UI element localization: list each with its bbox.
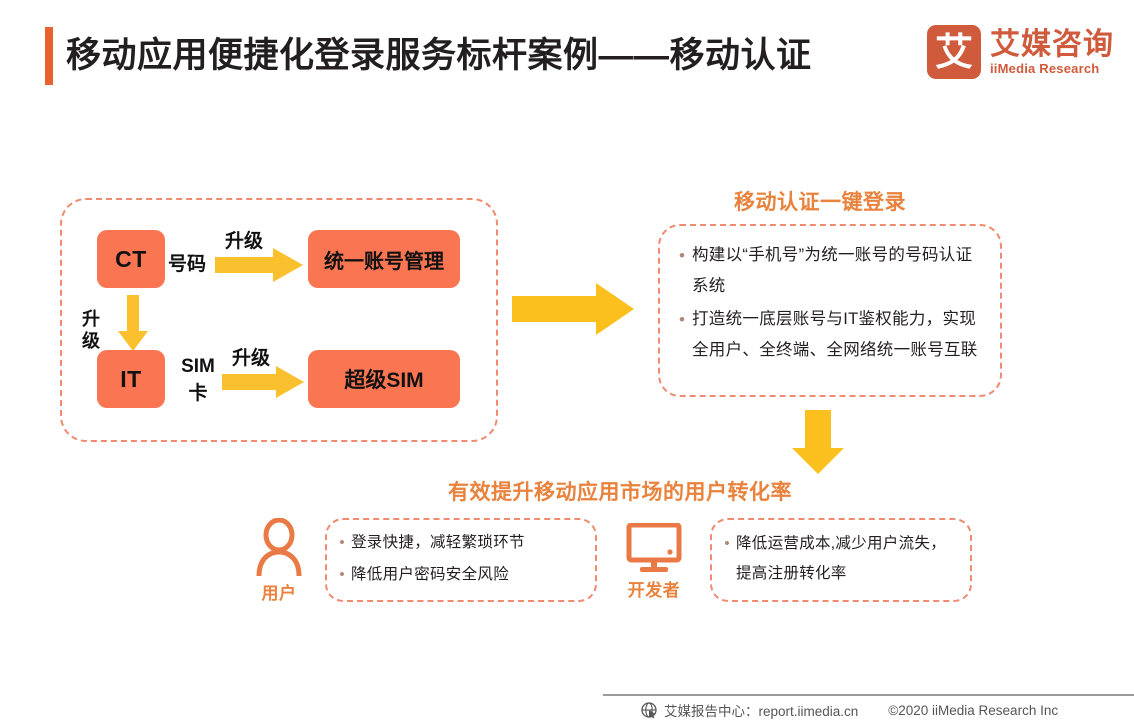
footer-report-center: 艾媒报告中心：report.iimedia.cn xyxy=(664,704,859,719)
label-number: 号码 xyxy=(168,254,207,275)
label-upgrade-vertical: 升级 xyxy=(82,309,100,351)
logo-mark-icon: 艾 xyxy=(927,25,981,79)
list-item: • 构建以“手机号”为统一账号的号码认证系统 xyxy=(672,240,984,302)
list-item-text: 登录快捷，减轻繁琐环节 xyxy=(351,534,525,551)
arrow-right-icon-it-to-supersim xyxy=(222,366,304,398)
list-item: • 打造统一底层账号与IT鉴权能力，实现全用户、全终端、全网络统一账号互联 xyxy=(672,304,984,366)
arrow-down-icon-ct-to-it xyxy=(118,295,148,351)
logo-name-en: iiMedia Research xyxy=(990,60,1100,76)
right-panel-container: • 构建以“手机号”为统一账号的号码认证系统 • 打造统一底层账号与IT鉴权能力… xyxy=(658,224,1002,397)
list-item-text: 降低运营成本,减少用户流失，提高注册转化率 xyxy=(736,535,947,582)
persona-user: 用户 xyxy=(248,518,310,604)
bullet-dot-icon: • xyxy=(339,566,345,583)
persona-developer: 开发者 xyxy=(618,523,690,601)
page-header: 移动应用便捷化登录服务标杆案例——移动认证 艾 艾媒咨询 iiMedia Res… xyxy=(0,0,1134,105)
diagram-box-ct: CT xyxy=(97,230,165,288)
title-accent-bar xyxy=(45,27,53,85)
arrow-down-icon-to-bottom-section xyxy=(792,410,844,474)
list-item-text: 构建以“手机号”为统一账号的号码认证系统 xyxy=(692,246,973,295)
brand-logo: 艾 艾媒咨询 iiMedia Research xyxy=(927,25,1114,79)
bullet-dot-icon: • xyxy=(724,535,730,552)
globe-cursor-icon xyxy=(641,701,657,718)
footer-divider xyxy=(603,694,1134,696)
user-person-icon xyxy=(256,518,302,576)
persona-user-label: 用户 xyxy=(261,584,297,603)
benefits-box-user: • 登录快捷，减轻繁琐环节 • 降低用户密码安全风险 xyxy=(325,518,597,602)
diagram-box-unified-account: 统一账号管理 xyxy=(308,230,460,288)
benefits-box-developer: • 降低运营成本,减少用户流失，提高注册转化率 xyxy=(710,518,972,602)
list-item: • 降低运营成本,减少用户流失，提高注册转化率 xyxy=(718,529,960,589)
list-item: • 登录快捷，减轻繁琐环节 xyxy=(333,528,585,558)
list-item-text: 降低用户密码安全风险 xyxy=(351,566,510,583)
label-sim-card: SIM卡 xyxy=(181,356,215,404)
persona-developer-label: 开发者 xyxy=(627,581,681,600)
arrow-right-icon-ct-to-unified xyxy=(215,248,303,282)
bullet-dot-icon: • xyxy=(339,534,345,551)
label-upgrade-bottom: 升级 xyxy=(232,348,271,369)
diagram-box-super-sim: 超级SIM xyxy=(308,350,460,408)
arrow-right-icon-to-right-panel xyxy=(512,283,634,335)
label-upgrade-top: 升级 xyxy=(225,231,264,252)
logo-text: 艾媒咨询 iiMedia Research xyxy=(990,28,1114,77)
desktop-monitor-icon xyxy=(626,523,682,572)
page-title: 移动应用便捷化登录服务标杆案例——移动认证 xyxy=(66,36,812,75)
bullet-dot-icon: • xyxy=(679,246,685,265)
bullet-dot-icon: • xyxy=(679,310,685,329)
logo-name-cn: 艾媒咨询 xyxy=(990,27,1114,61)
list-item: • 降低用户密码安全风险 xyxy=(333,560,585,590)
page-footer: 艾媒报告中心：report.iimedia.cn ©2020 iiMedia R… xyxy=(603,700,1134,720)
bottom-section-heading: 有效提升移动应用市场的用户转化率 xyxy=(448,481,792,504)
footer-copyright: ©2020 iiMedia Research Inc xyxy=(888,702,1059,718)
left-diagram-container xyxy=(60,198,498,442)
diagram-box-it: IT xyxy=(97,350,165,408)
right-panel-heading: 移动认证一键登录 xyxy=(734,191,906,214)
list-item-text: 打造统一底层账号与IT鉴权能力，实现全用户、全终端、全网络统一账号互联 xyxy=(692,310,978,359)
